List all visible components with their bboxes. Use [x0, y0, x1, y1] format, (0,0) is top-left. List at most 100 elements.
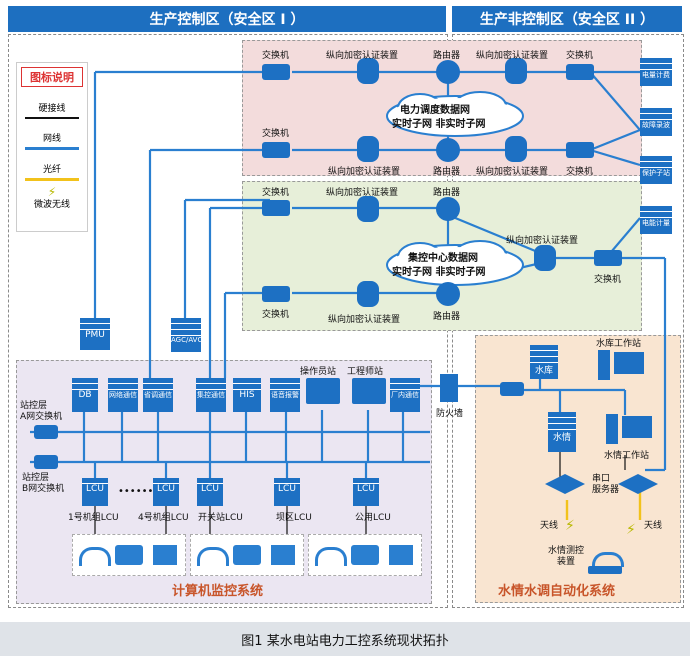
field-equipment-group — [72, 534, 186, 576]
legend-wireless-label: 微波无线 — [33, 200, 70, 210]
monitor-icon — [614, 352, 644, 374]
sensor-icon — [197, 547, 229, 566]
lock-icon — [505, 136, 527, 162]
reservoir-server: 水库 — [530, 345, 558, 379]
legend-hardwire-label: 硬接线 — [38, 104, 66, 114]
noncontrol-zone-header: 生产非控制区（安全区 II ） — [452, 6, 682, 32]
router-icon — [436, 60, 460, 84]
encryption-label: 纵向加密认证装置 — [328, 167, 401, 177]
workstation-tower-icon — [606, 414, 618, 444]
legend-title: 图标说明 — [21, 67, 83, 87]
dispatch-cloud-subnets: 实时子网 非实时子网 — [392, 119, 486, 130]
switch-label: 交换机 — [566, 167, 594, 177]
lock-icon — [534, 245, 556, 271]
energy-meter-device: 电能计量 — [640, 206, 672, 234]
dispatch-cloud-label: 电力调度数据网 — [400, 105, 470, 116]
control-zone-header: 生产控制区（安全区 I ） — [8, 6, 446, 32]
motor-icon — [115, 545, 143, 565]
server-his: HIS — [233, 378, 261, 412]
figure-caption: 图1 某水电站电力工控系统现状拓扑 — [0, 622, 690, 656]
reservoir-ws-label: 水库工作站 — [596, 339, 642, 349]
server-provincial-comm: 省调通信 — [143, 378, 173, 412]
wireless-icon: ⚡ — [626, 522, 636, 538]
lock-icon — [357, 58, 379, 84]
field-equipment-group — [308, 534, 422, 576]
lcu-common: LCU — [353, 478, 379, 506]
lcu-dam-label: 坝区LCU — [276, 513, 312, 523]
encryption-label: 纵向加密认证装置 — [476, 51, 549, 61]
net-b-switch-label: 站控层 B网交换机 — [22, 473, 65, 494]
lcu-unit1: LCU — [82, 478, 108, 506]
encryption-label: 纵向加密认证装置 — [476, 167, 549, 177]
lcu-switchyard-label: 开关站LCU — [198, 513, 243, 523]
protection-substation-device: 保护子站 — [640, 156, 672, 184]
encryption-label: 纵向加密认证装置 — [328, 315, 401, 325]
dispatch-cloud — [386, 91, 524, 137]
switch-icon — [594, 250, 622, 266]
engineer-monitor-icon — [352, 378, 386, 404]
switch-label: 交换机 — [262, 310, 290, 320]
switch-icon — [566, 142, 594, 158]
encryption-label: 纵向加密认证装置 — [326, 188, 399, 198]
router-label: 路由器 — [433, 188, 461, 198]
switch-icon — [34, 425, 58, 439]
server-plant-comm: 厂内通信 — [390, 378, 420, 412]
firewall-icon — [440, 374, 458, 402]
field-equipment-group — [190, 534, 304, 576]
lock-icon — [505, 58, 527, 84]
serial-server-icons — [545, 474, 658, 494]
telemetry-label: 水情测控 装置 — [548, 546, 585, 567]
telemetry-antenna-icon — [592, 552, 624, 567]
legend-fiber-line — [25, 178, 79, 181]
lock-icon — [357, 281, 379, 307]
legend-box: 图标说明 硬接线 网线 光纤 ⚡ 微波无线 — [16, 62, 88, 232]
telemetry-device-icon — [588, 566, 622, 574]
lcu-switchyard: LCU — [197, 478, 223, 506]
fault-recorder-device: 故障录波 — [640, 108, 672, 136]
sensor-icon — [79, 547, 111, 566]
lcu-unit4: LCU — [153, 478, 179, 506]
central-cloud-subnets: 实时子网 非实时子网 — [392, 267, 486, 278]
switch-icon — [262, 200, 290, 216]
lcu-ellipsis: •••••• — [118, 486, 154, 497]
workstation-tower-icon — [598, 350, 610, 380]
server-network-comm: 网络通信 — [108, 378, 138, 412]
switch-icon — [34, 455, 58, 469]
server-central-comm: 集控通信 — [196, 378, 226, 412]
legend-net-line — [25, 147, 79, 150]
switch-icon — [566, 64, 594, 80]
lcu-unit1-label: 1号机组LCU — [68, 513, 119, 523]
lcu-common-label: 公用LCU — [355, 513, 391, 523]
server-voice-alarm: 语音报警 — [270, 378, 300, 412]
router-label: 路由器 — [433, 167, 461, 177]
lock-icon — [357, 136, 379, 162]
server-db: DB — [72, 378, 98, 412]
engineer-station-label: 工程师站 — [347, 367, 384, 377]
legend-fiber-label: 光纤 — [42, 165, 61, 175]
valve-icon — [271, 545, 295, 565]
monitoring-system-title: 计算机监控系统 — [172, 584, 264, 599]
encryption-label: 纵向加密认证装置 — [506, 236, 579, 246]
encryption-label: 纵向加密认证装置 — [326, 51, 399, 61]
motor-icon — [233, 545, 261, 565]
agc-avc-device: AGC/AVC — [171, 318, 202, 352]
central-cloud — [386, 240, 524, 286]
switch-label: 交换机 — [262, 51, 290, 61]
router-icon — [436, 282, 460, 306]
sensor-icon — [315, 547, 347, 566]
hydro-system-title: 水情水调自动化系统 — [498, 584, 616, 599]
wireless-icon: ⚡ — [565, 518, 575, 534]
hydro-server: 水情 — [548, 412, 576, 452]
router-label: 路由器 — [433, 312, 461, 322]
legend-wireless-icon: ⚡ — [47, 185, 57, 199]
switch-label: 交换机 — [594, 275, 622, 285]
lock-icon — [357, 196, 379, 222]
antenna-label-left: 天线 — [540, 521, 559, 531]
switch-icon — [262, 142, 290, 158]
switch-label: 交换机 — [262, 129, 290, 139]
lcu-dam: LCU — [274, 478, 300, 506]
legend-net-label: 网线 — [42, 134, 61, 144]
monitor-icon — [622, 416, 652, 438]
switch-label: 交换机 — [566, 51, 594, 61]
switch-icon — [262, 286, 290, 302]
